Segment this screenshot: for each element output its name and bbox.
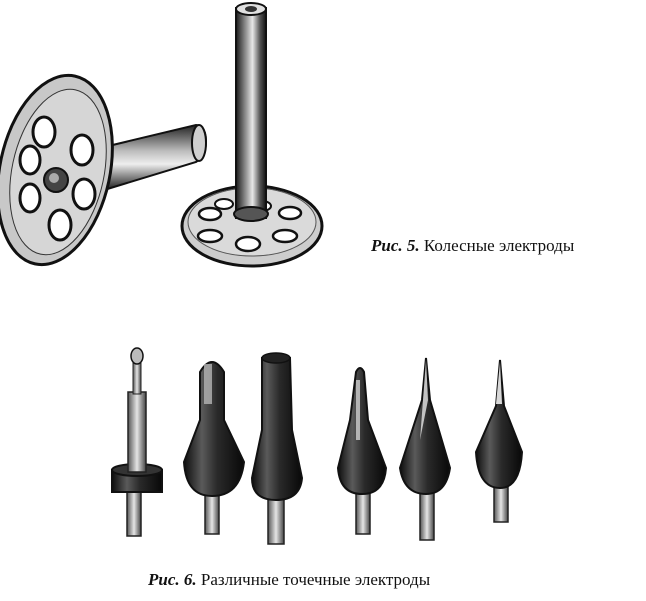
spot-electrode-1: [111, 347, 163, 537]
spot-electrode-3: [250, 352, 304, 545]
figure-6-text: Различные точечные электроды: [200, 570, 431, 589]
spot-electrode-4: [336, 367, 388, 535]
spot-electrode-2: [182, 361, 246, 535]
figure-6-label: Рис. 6.: [148, 570, 197, 589]
wheel-electrode-left: [0, 73, 208, 267]
figure-6-caption: Рис. 6. Различные точечные электроды: [148, 570, 430, 590]
wheel-electrode-right: [180, 2, 324, 268]
figure-6-illustration: [111, 347, 524, 545]
spot-electrode-5: [398, 357, 452, 541]
figure-5-text: Колесные электроды: [423, 236, 575, 255]
figure-5-label: Рис. 5.: [371, 236, 420, 255]
figure-5-caption: Рис. 5. Колесные электроды: [371, 236, 574, 256]
spot-electrode-6: [474, 359, 524, 523]
